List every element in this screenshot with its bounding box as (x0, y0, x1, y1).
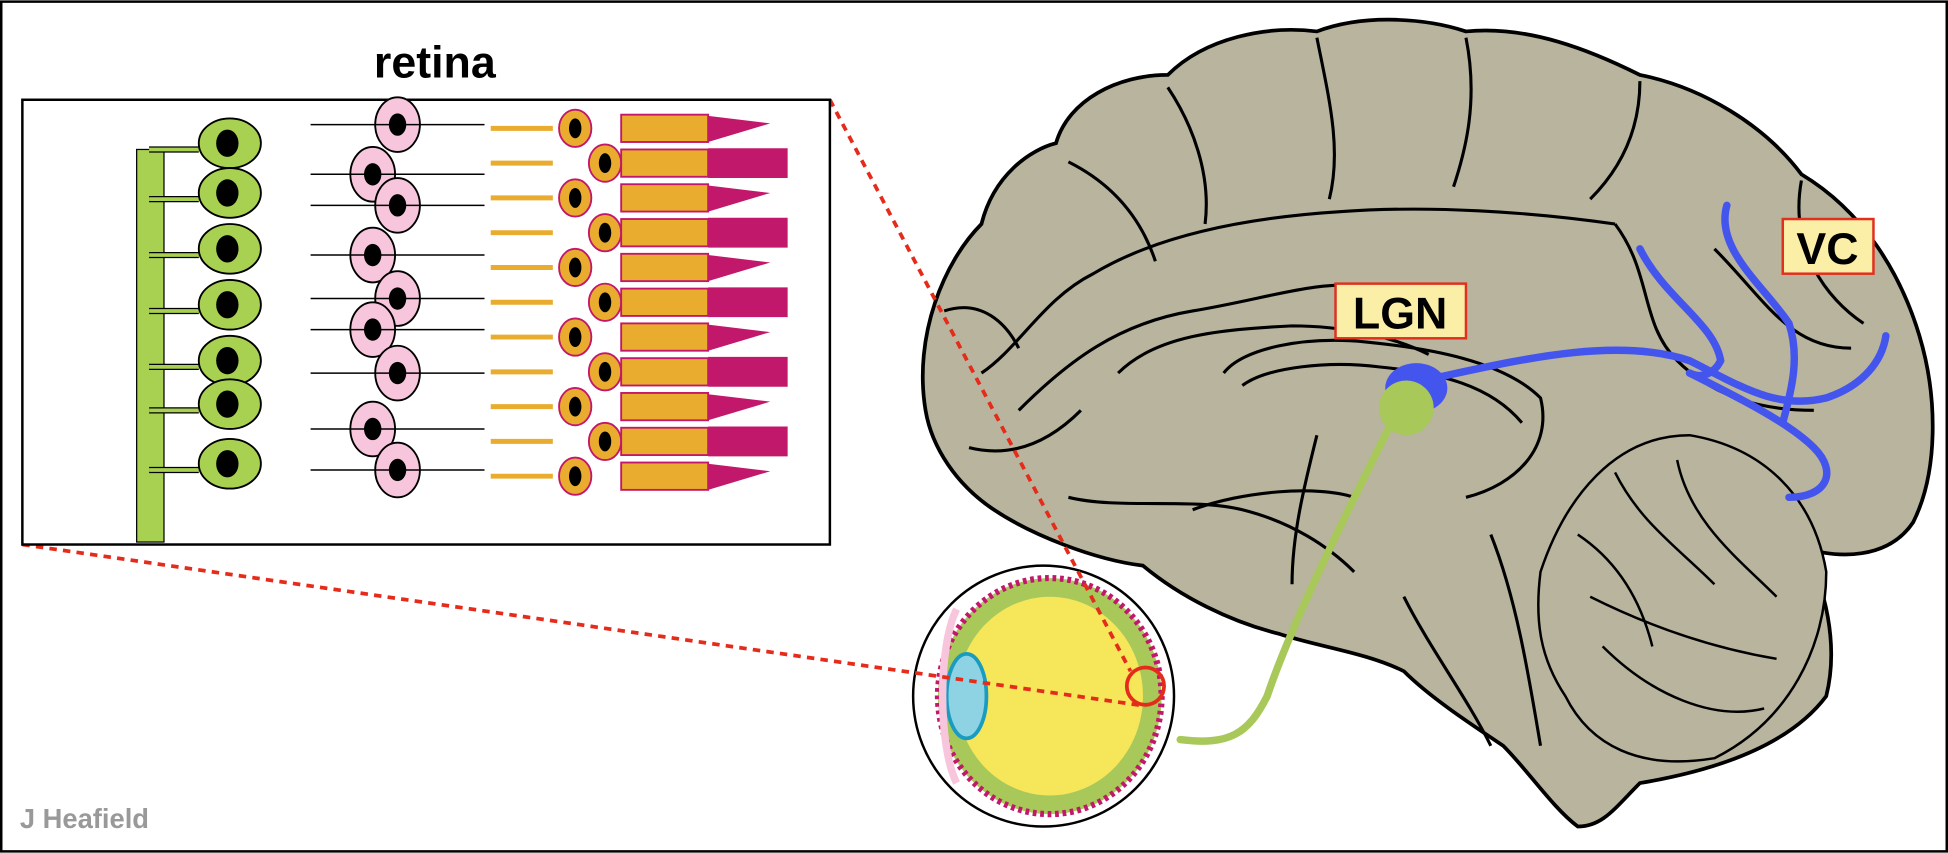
outer-segment (708, 115, 771, 143)
outer-segment (708, 255, 771, 282)
lens (944, 651, 989, 741)
outer-segment (708, 426, 788, 457)
vitreous (956, 596, 1143, 796)
vc-text: VC (1796, 225, 1858, 274)
axon-bundle (136, 148, 165, 543)
lgn-label: LGN (1334, 282, 1468, 340)
outer-segment (708, 356, 788, 387)
outer-segment (708, 324, 771, 351)
retina-cells (136, 96, 788, 543)
optic-nerve (1176, 419, 1396, 745)
vc-label: VC (1781, 217, 1875, 275)
lgn-text: LGN (1353, 289, 1447, 338)
outer-segment (708, 394, 771, 421)
cerebellum (1537, 433, 1828, 763)
outer-segment (708, 217, 788, 248)
outer-segment (708, 287, 788, 318)
outer-segment (708, 148, 788, 179)
credit-text: J Heafield (20, 803, 149, 834)
outer-segment (708, 463, 771, 490)
outer-segment (708, 185, 771, 212)
brain-gyri (943, 37, 1865, 747)
zoom-lines (22, 98, 1146, 708)
eye (911, 564, 1176, 828)
optic-radiation (1424, 201, 1890, 502)
retina-title: retina (374, 38, 497, 87)
